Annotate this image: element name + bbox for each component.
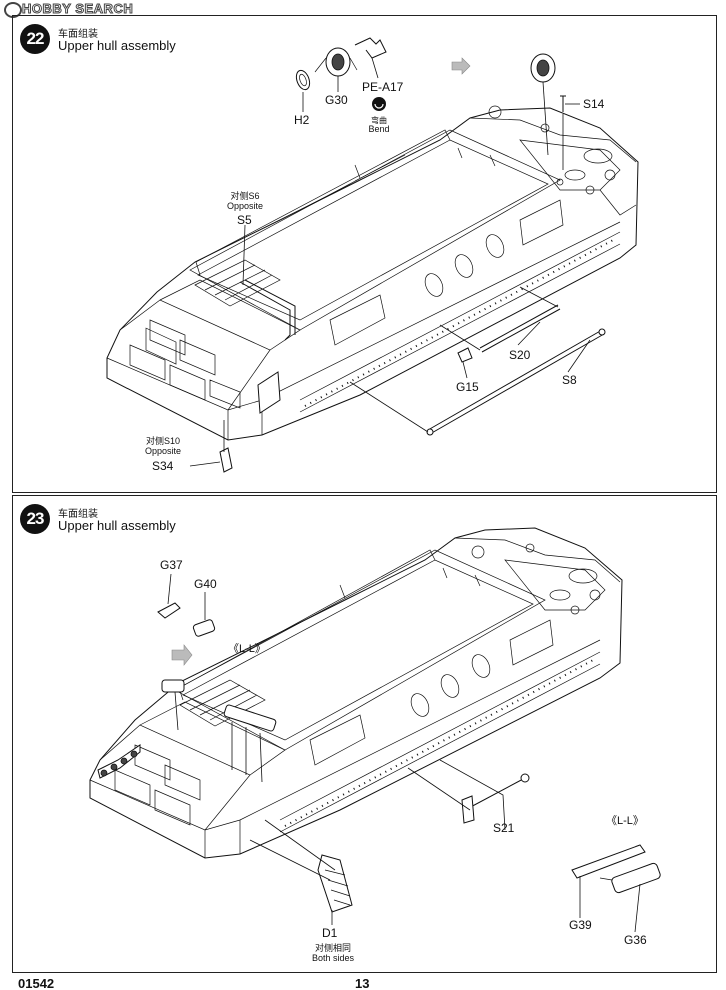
direction-arrow-icon — [171, 644, 193, 666]
step-23-parts — [157, 602, 661, 913]
label-opposite-1: Opposite — [226, 201, 264, 211]
step-23-number: 23 — [20, 504, 50, 534]
part-pe-a17 — [354, 37, 387, 59]
step-22-title-en: Upper hull assembly — [58, 38, 176, 53]
label-both-sides-en: Both sides — [311, 953, 355, 963]
label-g30: G30 — [325, 93, 348, 107]
part-s20 — [479, 304, 559, 349]
step-22-hull-drawing — [106, 105, 639, 441]
label-ll-2: 《L-L》 — [606, 815, 644, 827]
part-s21 — [464, 777, 526, 811]
step-22-title-cn: 车面组装 — [58, 29, 98, 40]
part-s8 — [427, 329, 603, 431]
part-h2 — [295, 69, 311, 91]
label-g39: G39 — [569, 918, 592, 932]
label-s14: S14 — [583, 97, 605, 111]
part-g15 — [457, 347, 473, 363]
step-23-frame — [12, 495, 717, 973]
direction-arrow-icon — [451, 57, 471, 75]
label-s5: S5 — [237, 213, 252, 227]
part-d1 — [317, 854, 353, 913]
step-22-number: 22 — [20, 24, 50, 54]
step-23-title-en: Upper hull assembly — [58, 518, 176, 533]
part-ll-left — [161, 679, 185, 693]
label-opposite-s6-cn: 对侧S6 — [230, 191, 260, 201]
step-23-hull-drawing — [89, 527, 623, 859]
part-g39 — [571, 844, 646, 879]
label-pe-a17: PE-A17 — [362, 80, 404, 94]
step-22-leaders — [189, 57, 591, 467]
label-g36: G36 — [624, 933, 647, 947]
label-both-sides-cn: 对侧相同 — [314, 943, 351, 953]
label-bend-en: Bend — [368, 124, 390, 134]
step-22-frame — [12, 15, 717, 493]
bend-icon — [372, 97, 386, 111]
label-g15: G15 — [456, 380, 479, 394]
part-ll-right — [223, 704, 277, 732]
label-h2: H2 — [294, 113, 310, 127]
watermark: HOBBY SEARCH — [21, 1, 134, 17]
watermark-logo-icon — [4, 2, 22, 18]
label-g40: G40 — [194, 577, 217, 591]
part-s5 — [239, 281, 291, 341]
part-g36 — [611, 862, 661, 894]
step-23-leaders — [167, 573, 641, 933]
label-g37: G37 — [160, 558, 183, 572]
label-d1: D1 — [322, 926, 338, 940]
step-22-parts — [219, 37, 606, 473]
part-g37 — [157, 602, 181, 619]
footer-page-number: 13 — [355, 976, 370, 990]
label-s8: S8 — [562, 373, 577, 387]
label-s20: S20 — [509, 348, 531, 362]
label-opposite-s10-cn: 对侧S10 — [145, 436, 180, 446]
part-g40 — [192, 619, 216, 637]
label-opposite-2: Opposite — [144, 446, 182, 456]
label-s34: S34 — [152, 459, 174, 473]
footer-code: 01542 — [18, 976, 55, 990]
part-s34 — [219, 447, 233, 473]
part-s14 — [560, 95, 566, 112]
label-bend-cn: 弯曲 — [371, 116, 387, 125]
step-23-title-cn: 车面组装 — [58, 509, 98, 520]
label-ll-1: 《L-L》 — [228, 643, 266, 655]
label-s21: S21 — [493, 821, 515, 835]
